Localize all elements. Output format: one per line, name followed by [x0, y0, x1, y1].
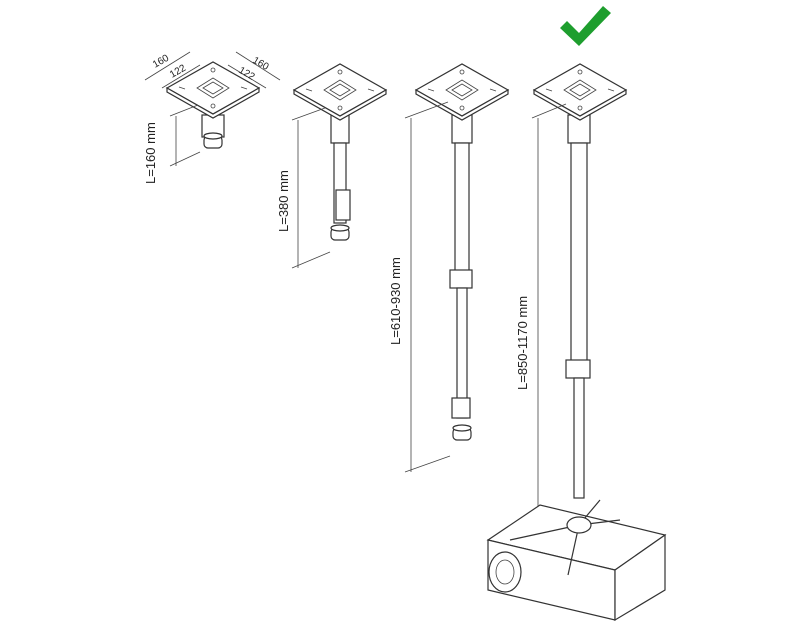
- mount-160: 160 122 160 122 L=160 mm: [143, 51, 281, 184]
- length-label-1: L=160 mm: [143, 122, 158, 184]
- length-label-2: L=380 mm: [276, 170, 291, 232]
- mount-850-1170: L=850-1170 mm: [486, 63, 667, 622]
- length-label-4: L=850-1170 mm: [515, 296, 530, 390]
- plate-dimension-lines: [144, 51, 281, 89]
- mount-610-930: L=610-930 mm: [388, 63, 509, 473]
- checkmark-icon: [560, 6, 611, 46]
- projector-icon: [486, 499, 667, 622]
- dim-outer-left: 160: [151, 53, 171, 71]
- length-label-3: L=610-930 mm: [388, 257, 403, 345]
- mount-380: L=380 mm: [276, 63, 387, 269]
- dim-outer-right: 160: [251, 55, 271, 73]
